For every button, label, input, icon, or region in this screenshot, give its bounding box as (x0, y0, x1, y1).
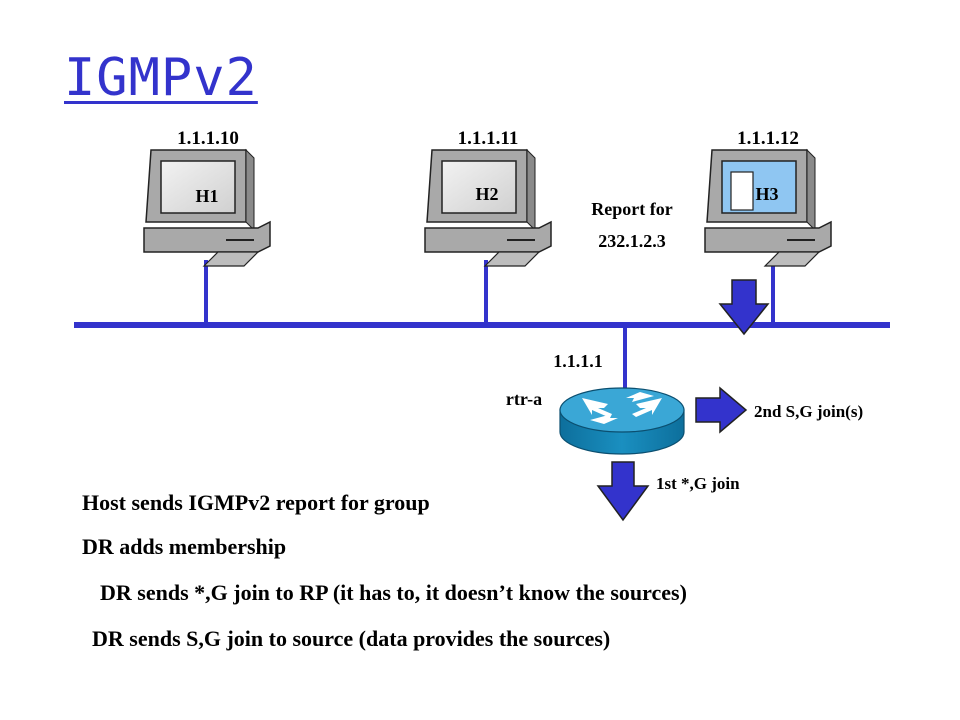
page-title: IGMPv2 (64, 48, 258, 108)
report-label-line1: Report for (591, 199, 672, 219)
bullet-dr-star-g-join: DR sends *,G join to RP (it has to, it d… (100, 580, 687, 605)
igmp-report-arrow-icon (718, 279, 770, 336)
star-g-join-arrow-icon (596, 461, 650, 522)
bullet-dr-sg-join: DR sends S,G join to source (data provid… (92, 626, 611, 651)
bullet-host-report: Host sends IGMPv2 report for group (82, 490, 430, 515)
bullet-dr-membership: DR adds membership (82, 534, 287, 559)
sg-join-arrow-icon (695, 386, 748, 434)
star-g-join-label: 1st *,G join (656, 474, 740, 493)
router-ip: 1.1.1.1 (553, 351, 603, 371)
host-h1-name: H1 (195, 186, 218, 206)
host-h2-computer-icon (424, 148, 552, 267)
host-h3-computer-icon (704, 148, 832, 267)
host-h2-ip: 1.1.1.11 (458, 128, 519, 149)
router-icon (559, 387, 685, 455)
host-h1-computer-icon (143, 148, 271, 267)
host-h3-ip: 1.1.1.12 (737, 128, 799, 149)
sg-join-label: 2nd S,G join(s) (754, 402, 863, 421)
router-name: rtr-a (506, 389, 542, 409)
host-h3-name: H3 (755, 184, 778, 204)
host-h1-ip: 1.1.1.10 (177, 128, 239, 149)
host-h2-name: H2 (475, 184, 498, 204)
report-label-line2: 232.1.2.3 (598, 231, 666, 251)
